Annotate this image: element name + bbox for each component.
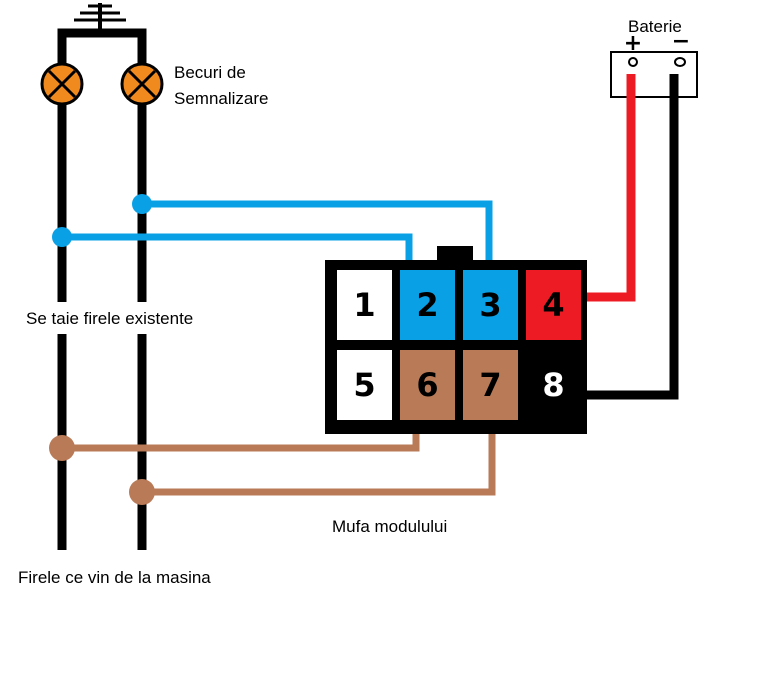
wire-node — [49, 435, 75, 461]
cut-wires-label: Se taie firele existente — [26, 309, 193, 328]
wire-red — [584, 74, 636, 302]
bulb-icon — [120, 62, 164, 106]
bulbs-label-line1: Becuri de — [174, 63, 246, 82]
blue-wires — [52, 194, 493, 268]
wire-pin-7 — [142, 420, 496, 496]
ground-icon — [74, 3, 126, 30]
connector-pin-5 — [337, 350, 392, 420]
connector-pin-label: 1 — [353, 286, 375, 324]
wire-black-battery — [584, 74, 679, 400]
wire-node — [52, 227, 72, 247]
connector-pin-label: 6 — [416, 366, 438, 404]
connector-pin-label: 7 — [479, 366, 501, 404]
connector-pin-3 — [463, 270, 518, 340]
battery-plus: + — [624, 31, 642, 56]
bulb-icon — [40, 62, 84, 106]
connector-pin-1 — [337, 270, 392, 340]
battery-minus: − — [672, 29, 690, 54]
connector-pin-2 — [400, 270, 455, 340]
bulbs-label-line2: Semnalizare — [174, 89, 269, 108]
wire-node — [132, 194, 152, 214]
battery: + − — [610, 29, 698, 98]
car-wires-label: Firele ce vin de la masina — [18, 568, 211, 587]
connector-pin-label: 3 — [479, 286, 501, 324]
module-connector: 1 2 3 4 5 6 7 8 — [325, 246, 587, 434]
wire-pin-3 — [142, 200, 493, 268]
connector-pin-label: 8 — [542, 366, 564, 404]
connector-pin-label: 5 — [353, 366, 375, 404]
connector-pin-6 — [400, 350, 455, 420]
connector-pin-8 — [526, 350, 581, 420]
wire-pin-2 — [62, 233, 413, 268]
connector-pin-label: 2 — [416, 286, 438, 324]
module-plug-label: Mufa modulului — [332, 517, 447, 536]
wire-node — [129, 479, 155, 505]
connector-pin-4 — [526, 270, 581, 340]
connector-pin-label: 4 — [542, 286, 564, 324]
battery-label: Baterie — [628, 17, 682, 36]
car-wires — [57, 28, 147, 550]
wire-cut-gap — [50, 302, 154, 334]
connector-pin-7 — [463, 350, 518, 420]
